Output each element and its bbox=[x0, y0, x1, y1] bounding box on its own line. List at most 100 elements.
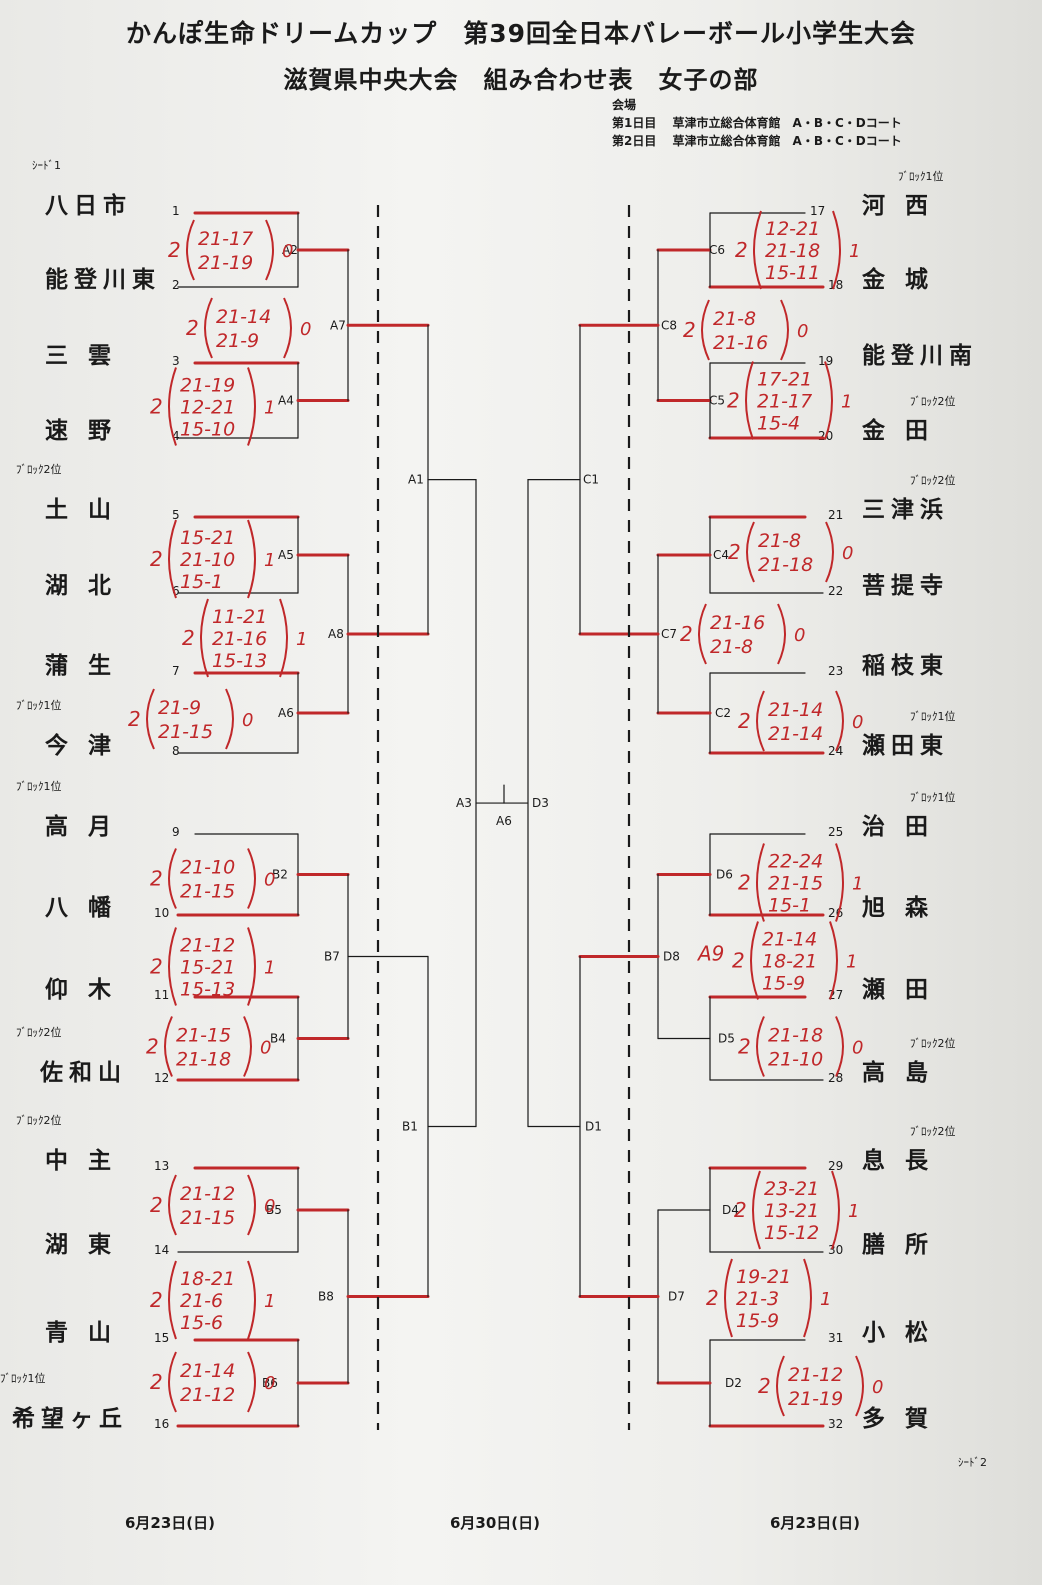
handwritten-text: 2 bbox=[732, 949, 745, 973]
handwritten-text: 13-21 bbox=[764, 1200, 819, 1222]
handwritten-text: 21-18 bbox=[765, 240, 820, 262]
handwritten-text: 1 bbox=[849, 241, 860, 262]
handwritten-text: 0 bbox=[852, 712, 863, 733]
handwritten-text: 21-12 bbox=[180, 935, 235, 957]
match-label-b7: B7 bbox=[324, 950, 340, 964]
seed-label-left: ﾌﾞﾛｯｸ2位 bbox=[16, 1114, 62, 1127]
handwritten-text: 21-16 bbox=[212, 628, 267, 650]
match-label-a3: A3 bbox=[456, 796, 472, 810]
bracket-paren bbox=[855, 1355, 864, 1417]
handwritten-text: 2 bbox=[150, 1370, 163, 1394]
bracket-paren bbox=[247, 848, 256, 909]
handwritten-text: 15-1 bbox=[180, 571, 223, 593]
team-name-right: 小 松 bbox=[862, 1320, 935, 1346]
handwritten-text: 2 bbox=[728, 540, 741, 564]
bracket-paren bbox=[168, 1351, 177, 1413]
handwritten-text: 21-14 bbox=[216, 306, 271, 328]
bracket-paren bbox=[829, 921, 838, 1000]
handwritten-text: 21-8 bbox=[710, 636, 753, 658]
team-name-left: 土 山 bbox=[45, 497, 118, 523]
handwritten-text: 21-12 bbox=[180, 1183, 235, 1205]
handwritten-text: 21-18 bbox=[768, 1025, 823, 1047]
bracket-paren bbox=[168, 1260, 177, 1340]
seed-label-right: ﾌﾞﾛｯｸ1位 bbox=[898, 170, 944, 183]
match-label-b6: B6 bbox=[262, 1376, 278, 1390]
handwritten-text: 0 bbox=[842, 543, 853, 564]
match-label-a4: A4 bbox=[278, 394, 294, 408]
venue-day1: 第1日目 草津市立総合体育館 A・B・C・Dコート bbox=[612, 116, 902, 130]
seed-label-right: ﾌﾞﾛｯｸ1位 bbox=[910, 791, 956, 804]
bracket-paren bbox=[750, 921, 759, 1000]
handwritten-text: 21-12 bbox=[788, 1364, 843, 1386]
handwritten-text: 2 bbox=[128, 707, 141, 731]
bracket-paren bbox=[164, 1016, 173, 1077]
handwritten-text: 21-15 bbox=[176, 1025, 231, 1047]
team-name-right: 能登川南 bbox=[862, 343, 978, 369]
match-label-d2: D2 bbox=[725, 1376, 742, 1390]
match-label-c1: C1 bbox=[583, 473, 599, 487]
team-number-left: 4 bbox=[172, 429, 180, 443]
match-label-a6-final: A6 bbox=[496, 814, 512, 828]
bracket-paren bbox=[247, 927, 256, 1006]
match-label-d6: D6 bbox=[716, 868, 733, 882]
handwritten-text: 2 bbox=[738, 1035, 751, 1059]
seed-label-left: ｼｰﾄﾞ1 bbox=[32, 159, 61, 172]
bracket-paren bbox=[204, 297, 213, 359]
seed-label-right: ﾌﾞﾛｯｸ2位 bbox=[910, 474, 956, 487]
handwritten-text: 0 bbox=[300, 319, 311, 340]
handwritten-text: 15-12 bbox=[764, 1222, 819, 1244]
date-center: 6月30日(日) bbox=[450, 1514, 541, 1532]
bracket-paren bbox=[265, 219, 274, 281]
handwritten-text: 21-10 bbox=[180, 549, 235, 571]
match-label-a2: A2 bbox=[282, 243, 298, 257]
handwritten-text: 1 bbox=[841, 392, 852, 413]
handwritten-text: 21-10 bbox=[768, 1049, 823, 1071]
match-label-a6: A6 bbox=[278, 706, 294, 720]
team-number-right: 17 bbox=[810, 204, 826, 218]
seed-label-left: ﾌﾞﾛｯｸ1位 bbox=[16, 699, 62, 712]
seed-label-right: ﾌﾞﾛｯｸ2位 bbox=[910, 1037, 956, 1050]
handwritten-text: 1 bbox=[846, 952, 857, 973]
handwritten-text: 11-21 bbox=[212, 606, 267, 628]
team-number-right: 28 bbox=[828, 1071, 844, 1085]
bracket-paren bbox=[168, 927, 177, 1006]
team-name-right: 旭 森 bbox=[862, 895, 935, 921]
team-name-left: 速 野 bbox=[45, 418, 118, 444]
handwritten-text: 22-24 bbox=[768, 851, 823, 873]
handwritten-text: 2 bbox=[738, 709, 751, 733]
bracket-paren bbox=[283, 297, 292, 359]
team-name-left: 八日市 bbox=[45, 193, 132, 219]
handwritten-text: 12-21 bbox=[765, 218, 820, 240]
bracket-paren bbox=[756, 843, 765, 922]
team-name-left: 湖 北 bbox=[45, 573, 118, 599]
handwritten-text: 0 bbox=[797, 321, 808, 342]
match-label-d3: D3 bbox=[532, 796, 549, 810]
page-subtitle: 滋賀県中央大会 組み合わせ表 女子の部 bbox=[283, 66, 759, 94]
handwritten-text: 0 bbox=[852, 1038, 863, 1059]
bracket-paren bbox=[824, 361, 833, 440]
handwritten-text: 1 bbox=[852, 874, 863, 895]
team-number-right: 19 bbox=[818, 354, 834, 368]
handwritten-text: 21-16 bbox=[713, 332, 768, 354]
match-label-c2: C2 bbox=[715, 706, 731, 720]
handwritten-text: 21-14 bbox=[768, 723, 823, 745]
bracket-paren bbox=[756, 690, 765, 752]
handwritten-text: 21-3 bbox=[736, 1288, 779, 1310]
bracket-paren bbox=[247, 1174, 256, 1236]
team-name-right: 河 西 bbox=[862, 193, 935, 219]
handwritten-text: 15-13 bbox=[212, 650, 267, 672]
bracket-paren bbox=[247, 519, 256, 599]
seed-label-right: ﾌﾞﾛｯｸ2位 bbox=[910, 1125, 956, 1138]
handwritten-text: 2 bbox=[182, 626, 195, 650]
